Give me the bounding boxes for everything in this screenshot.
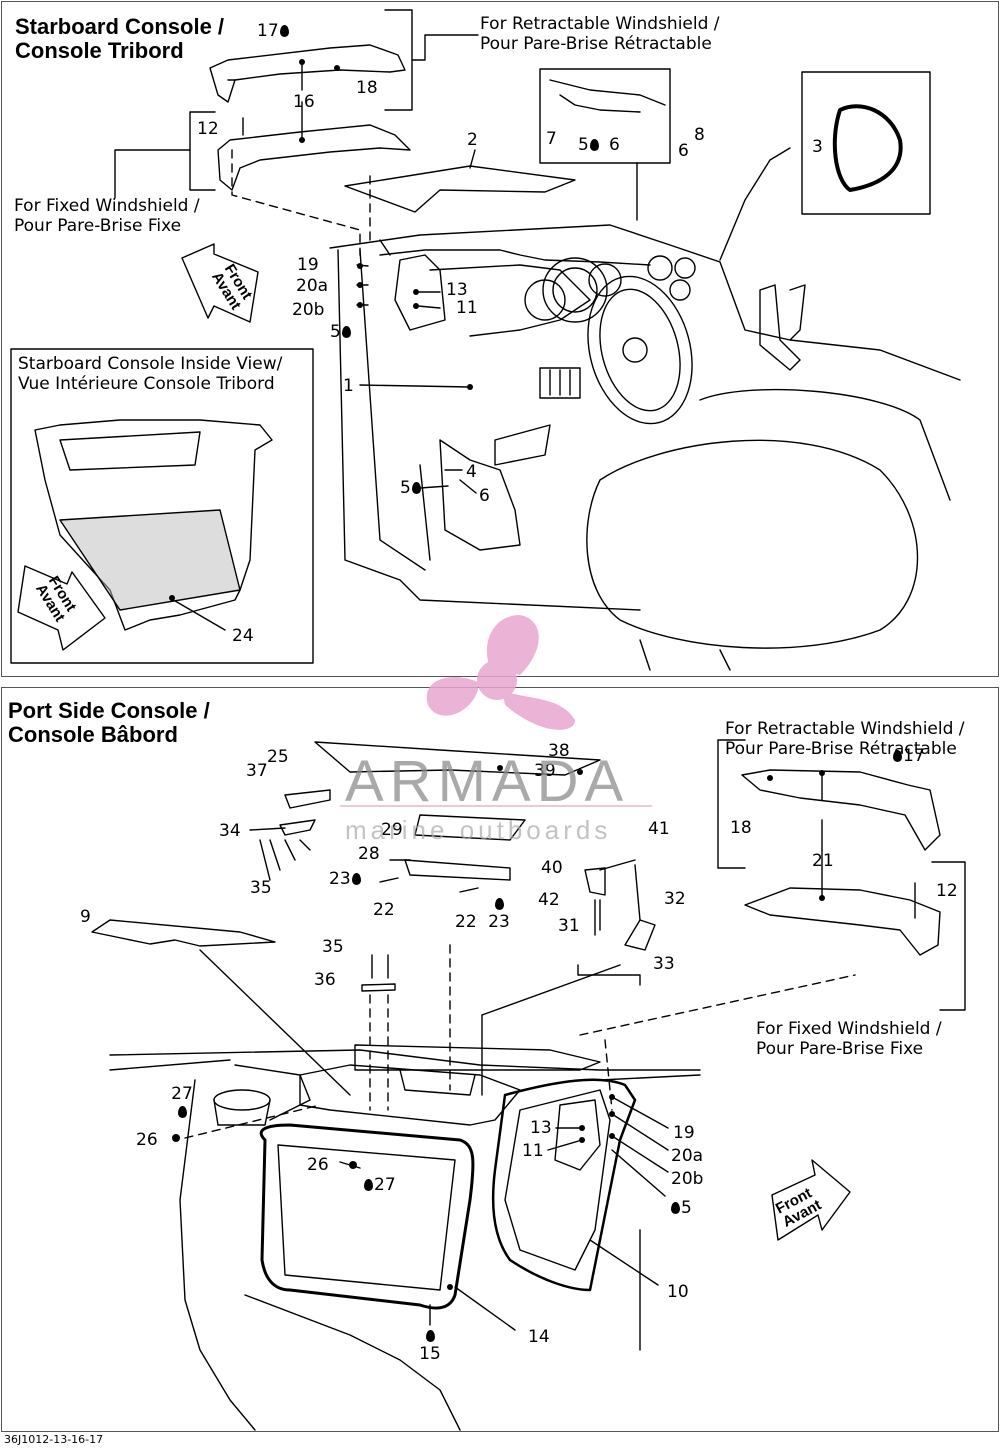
callout: 35: [322, 937, 344, 957]
callout: 4: [466, 462, 477, 482]
callout: 9: [80, 907, 91, 927]
callout: 8: [694, 125, 705, 145]
callout: 2: [467, 130, 478, 150]
callout: 29: [381, 820, 403, 840]
callout: 5: [400, 479, 422, 497]
callout: 6: [678, 141, 689, 161]
callout: 24: [232, 626, 254, 646]
document-code: 36J1012-13-16-17: [4, 1433, 104, 1446]
callout: 25: [267, 747, 289, 767]
oil-drop-icon: [893, 750, 902, 762]
callout: 37: [246, 761, 268, 781]
callout: 6: [479, 486, 490, 506]
callout: 3: [812, 137, 823, 157]
top-retractable-label: For Retractable Windshield / Pour Pare-B…: [480, 14, 720, 54]
callout: 23: [487, 895, 511, 931]
callout: 5: [670, 1199, 692, 1217]
callout: 22: [455, 912, 477, 932]
callout: 19: [673, 1123, 695, 1143]
callout: 27: [363, 1176, 396, 1194]
callout: 20b: [671, 1169, 704, 1189]
oil-drop-icon: [589, 139, 599, 151]
callout: 12: [197, 119, 219, 139]
callout: 26: [307, 1155, 329, 1175]
callout: 5: [578, 136, 600, 154]
callout: 18: [356, 78, 378, 98]
callout: 12: [936, 881, 958, 901]
starboard-console-title: Starboard Console / Console Tribord: [15, 14, 225, 63]
oil-drop-icon: [425, 1330, 435, 1342]
callout: 33: [653, 954, 675, 974]
callout: 39: [534, 761, 556, 781]
callout: 5: [330, 323, 352, 341]
callout: 20b: [292, 300, 325, 320]
callout: 23: [329, 870, 362, 888]
callout: 13: [446, 280, 468, 300]
callout: 19: [297, 255, 319, 275]
callout: 18: [730, 818, 752, 838]
callout: 20a: [671, 1146, 704, 1166]
callout: 11: [456, 298, 478, 318]
callout: 17: [892, 747, 925, 765]
oil-drop-icon: [177, 1106, 187, 1118]
watermark-subtitle: marine outboards: [345, 815, 612, 845]
callout: 1: [343, 376, 354, 396]
callout: 34: [219, 821, 241, 841]
callout: 40: [541, 858, 563, 878]
oil-drop-icon: [351, 873, 361, 885]
callout: 15: [418, 1327, 442, 1363]
callout: 41: [648, 819, 670, 839]
callout: 16: [293, 92, 315, 112]
propeller-logo: [426, 615, 575, 730]
callout: 26: [136, 1130, 158, 1150]
callout: 38: [548, 741, 570, 761]
callout: 36: [314, 970, 336, 990]
callout: 6: [609, 135, 620, 155]
callout: 32: [664, 889, 686, 909]
port-console-title: Port Side Console / Console Bâbord: [8, 698, 210, 747]
oil-drop-icon: [494, 898, 504, 910]
callout: 21: [812, 851, 834, 871]
watermark-brand: ARMADA: [345, 749, 630, 814]
callout: 35: [250, 878, 272, 898]
callout: 31: [558, 916, 580, 936]
callout: 20a: [296, 276, 329, 296]
callout: 10: [667, 1282, 689, 1302]
top-fixed-label: For Fixed Windshield / Pour Pare-Brise F…: [14, 196, 200, 236]
callout: 17: [257, 22, 290, 40]
oil-drop-icon: [671, 1202, 680, 1214]
oil-drop-icon: [364, 1179, 373, 1191]
inside-view-label: Starboard Console Inside View/ Vue Intér…: [18, 354, 283, 394]
callout: 42: [538, 890, 560, 910]
oil-drop-icon: [341, 326, 351, 338]
callout: 28: [358, 844, 380, 864]
bottom-retractable-label: For Retractable Windshield / Pour Pare-B…: [725, 719, 965, 759]
callout: 11: [522, 1141, 544, 1161]
callout: 22: [373, 900, 395, 920]
oil-drop-icon: [411, 482, 421, 494]
callout: 14: [528, 1327, 550, 1347]
bottom-fixed-label: For Fixed Windshield / Pour Pare-Brise F…: [756, 1019, 942, 1059]
callout: 7: [546, 129, 557, 149]
callout: 27: [170, 1085, 194, 1121]
callout: 13: [530, 1118, 552, 1138]
oil-drop-icon: [279, 25, 289, 37]
